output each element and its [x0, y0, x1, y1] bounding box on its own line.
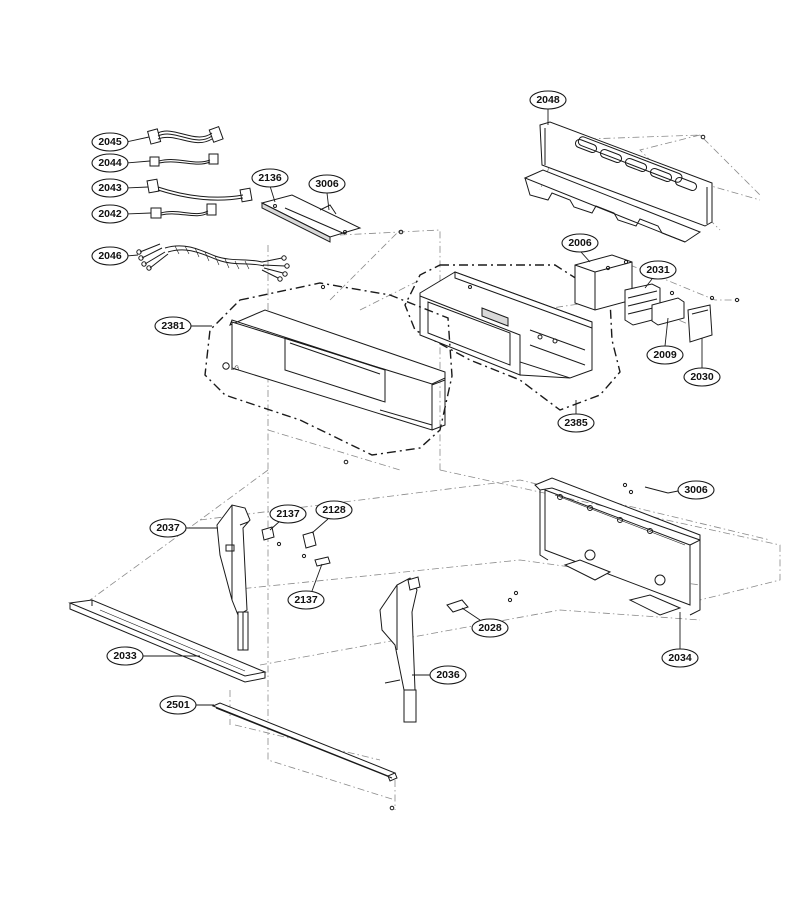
callout-label: 2043	[98, 182, 122, 194]
clip-2137-top	[261, 526, 282, 547]
trim-strip-2501	[211, 702, 398, 811]
callout-label: 2045	[98, 136, 122, 148]
bracket-2136	[260, 194, 404, 243]
rear-vent-panel-2048	[523, 121, 713, 243]
bracket-2009	[651, 295, 715, 326]
callout-oval	[91, 153, 129, 173]
wire-harness-2043	[146, 178, 253, 203]
callout-label: 2033	[113, 650, 137, 662]
callout-2030[interactable]: 2030	[683, 338, 721, 387]
callout-label: 2030	[690, 371, 714, 383]
callout-label: 2037	[156, 522, 180, 534]
clip-2137-bottom	[314, 556, 331, 567]
callout-oval	[677, 480, 715, 500]
callout-label: 2044	[98, 157, 122, 169]
callout-2009[interactable]: 2009	[646, 317, 684, 365]
callout-2381[interactable]: 2381	[154, 316, 212, 336]
callout-oval	[308, 174, 346, 194]
callout-oval	[91, 246, 129, 266]
callout-label: 2036	[436, 669, 460, 681]
wire-harness-2042	[150, 203, 217, 219]
callout-oval	[269, 504, 307, 524]
callout-oval	[429, 665, 467, 685]
callout-2045[interactable]: 2045	[91, 132, 150, 152]
callout-3006-top[interactable]: 3006	[308, 174, 346, 211]
callout-2042[interactable]: 2042	[91, 204, 152, 224]
callout-2128[interactable]: 2128	[311, 500, 353, 534]
group-outline-2381	[204, 282, 453, 456]
callout-oval	[315, 500, 353, 520]
callout-label: 2046	[98, 250, 122, 262]
panel-logo-mark: LG	[231, 366, 239, 372]
callout-oval	[154, 316, 192, 336]
callout-label: 2136	[258, 172, 282, 184]
callout-2033[interactable]: 2033	[106, 646, 200, 666]
callout-label: 2006	[568, 237, 592, 249]
side-bracket-2036	[379, 576, 421, 723]
control-board-2385	[419, 271, 593, 379]
module-2006	[574, 254, 633, 311]
side-bracket-2037	[216, 504, 251, 651]
callout-2385[interactable]: 2385	[557, 400, 595, 433]
callout-label: 2009	[653, 349, 677, 361]
wire-harness-2044	[149, 153, 219, 167]
callout-2046[interactable]: 2046	[91, 246, 139, 266]
callout-2036[interactable]: 2036	[412, 665, 467, 685]
callout-label: 3006	[684, 484, 708, 496]
callout-2136[interactable]: 2136	[251, 168, 289, 203]
bracket-2128	[301, 531, 317, 559]
callout-2031[interactable]: 2031	[639, 260, 677, 289]
callout-oval	[683, 367, 721, 387]
callout-label: 2137	[276, 508, 300, 520]
callout-2006[interactable]: 2006	[561, 233, 599, 263]
callout-label: 2042	[98, 208, 122, 220]
callout-oval	[251, 168, 289, 188]
callout-oval	[91, 204, 129, 224]
cover-2030	[687, 297, 740, 343]
callout-2044[interactable]: 2044	[91, 153, 151, 173]
callout-label: 2137	[294, 594, 318, 606]
callout-oval	[557, 413, 595, 433]
wire-harness-2046	[136, 243, 290, 282]
callout-oval	[661, 648, 699, 668]
callout-oval	[91, 178, 129, 198]
callout-2137-top[interactable]: 2137	[269, 504, 307, 531]
callout-2501[interactable]: 2501	[159, 695, 214, 715]
rail-2033	[68, 599, 267, 683]
callout-label: 2048	[536, 94, 560, 106]
callout-label: 2385	[564, 417, 588, 429]
callout-label: 3006	[315, 178, 339, 190]
callout-2137-bottom[interactable]: 2137	[287, 563, 325, 610]
callout-oval	[106, 646, 144, 666]
frame-2034	[534, 477, 701, 616]
callout-oval	[529, 90, 567, 110]
callout-label: 2034	[668, 652, 692, 664]
callout-2043[interactable]: 2043	[91, 178, 149, 198]
wire-3006-right	[644, 486, 669, 494]
callout-label: 2028	[478, 622, 502, 634]
control-panel-2381: LG	[222, 284, 446, 465]
wire-harness-2045	[147, 126, 224, 145]
callout-2028[interactable]: 2028	[461, 607, 509, 638]
callout-oval	[149, 518, 187, 538]
callout-oval	[287, 590, 325, 610]
callout-label: 2031	[646, 264, 670, 276]
callout-3006-right[interactable]: 3006	[667, 480, 715, 500]
callout-oval	[471, 618, 509, 638]
bracket-2028	[446, 590, 519, 613]
callout-oval	[646, 345, 684, 365]
callout-label: 2128	[322, 504, 346, 516]
callout-2048[interactable]: 2048	[529, 90, 567, 125]
callout-oval	[639, 260, 677, 280]
callout-oval	[159, 695, 197, 715]
callout-label: 2501	[166, 699, 190, 711]
callout-oval	[91, 132, 129, 152]
callout-2034[interactable]: 2034	[661, 612, 699, 668]
callout-oval	[561, 233, 599, 253]
callout-label: 2381	[161, 320, 185, 332]
callout-2037[interactable]: 2037	[149, 518, 218, 538]
group-outline-2385	[404, 264, 621, 411]
